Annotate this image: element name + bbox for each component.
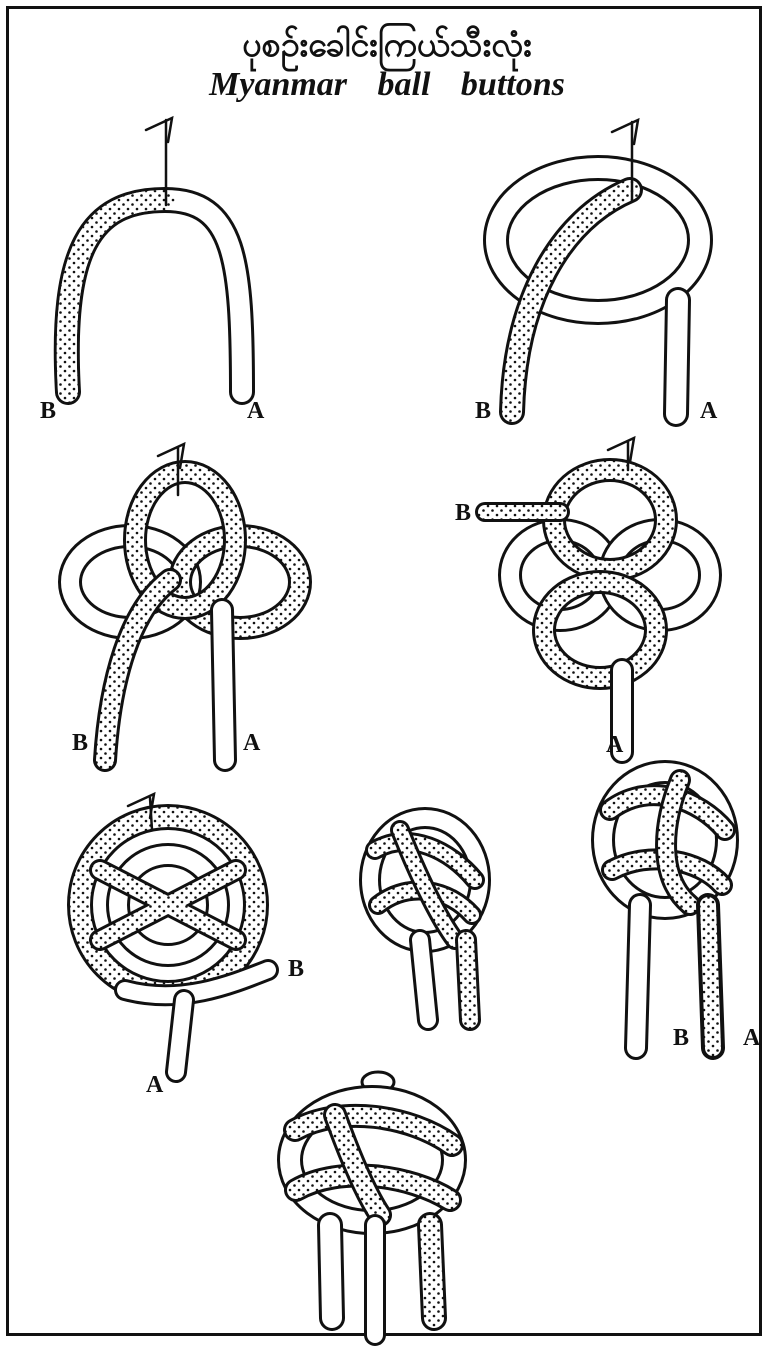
- step-2-knot: [496, 120, 700, 414]
- step-2-label-b: B: [475, 398, 491, 425]
- step-1-label-a: A: [247, 398, 264, 425]
- step-4-knot: [485, 438, 710, 752]
- step-2-label-a: A: [700, 398, 717, 425]
- step-3-knot: [70, 444, 300, 760]
- step-6-knot: [370, 818, 480, 1020]
- step-4-label-a: A: [606, 732, 623, 759]
- step-5-label-b: B: [288, 956, 304, 983]
- step-5-label-a: A: [146, 1072, 163, 1099]
- step-8-knot: [290, 1072, 454, 1335]
- step-3-label-b: B: [72, 730, 88, 757]
- step-1-label-b: B: [40, 398, 56, 425]
- step-7-knot: [603, 772, 727, 1048]
- step-7-label-a: A: [743, 1025, 760, 1052]
- step-5-knot: [80, 794, 268, 1072]
- step-7-label-b: B: [673, 1025, 689, 1052]
- step-4-label-b: B: [455, 500, 471, 527]
- step-1-knot: [67, 118, 242, 392]
- step-3-label-a: A: [243, 730, 260, 757]
